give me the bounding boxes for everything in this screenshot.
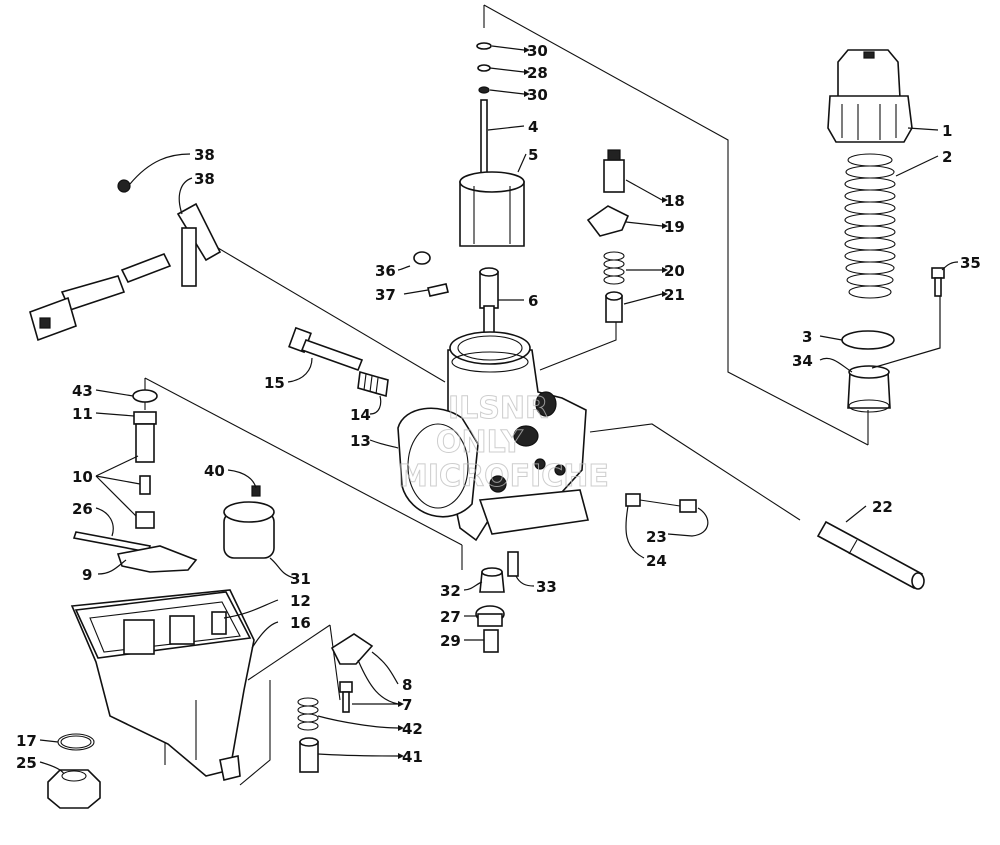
callout-26: 26 <box>72 500 93 518</box>
watermark-line-3: MICROFICHE <box>398 459 609 494</box>
callout-40: 40 <box>204 462 225 480</box>
callout-3: 3 <box>802 328 812 346</box>
spring-20 <box>603 251 625 285</box>
callout-7: 7 <box>402 696 412 714</box>
pilot-jet <box>507 551 519 577</box>
callout-42: 42 <box>402 720 423 738</box>
callout-16: 16 <box>290 614 311 632</box>
callout-8: 8 <box>402 676 412 694</box>
throttle-spring <box>844 153 896 299</box>
arrowheads <box>398 47 668 759</box>
callout-12: 12 <box>290 592 311 610</box>
float-bowl <box>70 589 255 781</box>
o-ring-17 <box>57 733 95 751</box>
callout-18: 18 <box>664 192 685 210</box>
spring-14 <box>357 370 389 398</box>
callout-14: 14 <box>350 406 371 424</box>
float-valve-parts <box>72 389 198 573</box>
callout-23: 23 <box>646 528 667 546</box>
carburetor-body <box>397 331 590 542</box>
callout-15: 15 <box>264 374 285 392</box>
callout-36: 36 <box>375 262 396 280</box>
callout-24: 24 <box>646 552 667 570</box>
top-cap <box>827 49 913 143</box>
callout-labels: 30 28 30 4 5 1 2 38 38 18 19 20 21 35 36… <box>16 42 981 772</box>
callout-1: 1 <box>942 122 952 140</box>
drain-plug <box>47 769 101 809</box>
callout-9: 9 <box>82 566 92 584</box>
callout-2: 2 <box>942 148 952 166</box>
bracket-8 <box>330 633 374 665</box>
float <box>223 485 275 559</box>
callout-25: 25 <box>16 754 37 772</box>
callout-21: 21 <box>664 286 685 304</box>
callout-17: 17 <box>16 732 37 750</box>
assembly-guide-lines <box>144 4 869 786</box>
o-ring-and-pin <box>413 251 449 297</box>
screw-7 <box>339 681 353 713</box>
callout-19: 19 <box>664 218 685 236</box>
callout-28: 28 <box>527 64 548 82</box>
callout-43: 43 <box>72 382 93 400</box>
air-screw <box>288 326 364 372</box>
watermark: ILSNR ONLY MICROFICHE <box>398 391 610 495</box>
callout-38-top: 38 <box>194 146 215 164</box>
cap-holder <box>847 365 891 413</box>
screw-35 <box>931 267 945 297</box>
callout-29: 29 <box>440 632 461 650</box>
callout-10: 10 <box>72 468 93 486</box>
callout-34: 34 <box>792 352 813 370</box>
callout-33: 33 <box>536 578 557 596</box>
plunger-41 <box>299 737 319 773</box>
main-jet-parts <box>475 567 505 653</box>
callout-4: 4 <box>528 118 538 136</box>
spring-42 <box>297 697 319 731</box>
watermark-line-2: ONLY <box>436 425 524 460</box>
watermark-line-1: ILSNR <box>448 391 548 426</box>
callout-38-bracket: 38 <box>194 170 215 188</box>
choke-adjuster-parts <box>586 149 630 323</box>
callout-41: 41 <box>402 748 423 766</box>
callout-32: 32 <box>440 582 461 600</box>
idle-screw <box>625 493 697 513</box>
callout-22: 22 <box>872 498 893 516</box>
callout-5: 5 <box>528 146 538 164</box>
washer-3 <box>841 330 895 350</box>
callout-20: 20 <box>664 262 685 280</box>
needle-clip-parts <box>476 42 492 181</box>
choke-assembly <box>29 179 222 342</box>
callout-35: 35 <box>960 254 981 272</box>
callout-11: 11 <box>72 405 93 423</box>
callout-37: 37 <box>375 286 396 304</box>
callout-30-bottom: 30 <box>527 86 548 104</box>
hose <box>816 520 925 590</box>
callout-31: 31 <box>290 570 311 588</box>
callout-30-top: 30 <box>527 42 548 60</box>
callout-6: 6 <box>528 292 538 310</box>
callout-13: 13 <box>350 432 371 450</box>
leader-lines <box>39 45 959 775</box>
callout-27: 27 <box>440 608 461 626</box>
throttle-valve <box>459 171 525 247</box>
